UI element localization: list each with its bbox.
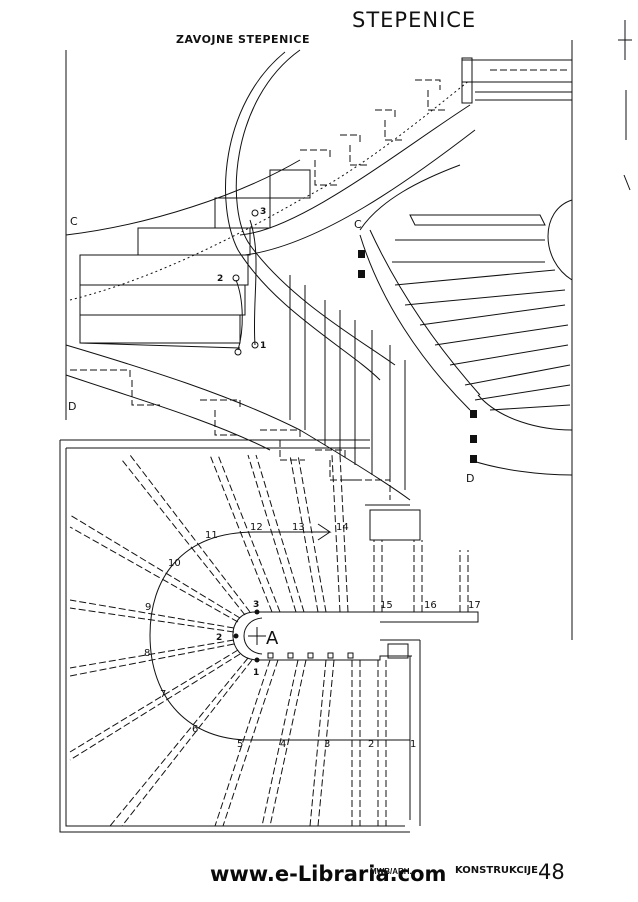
plan-lower-string [258, 655, 412, 661]
right-stringer-2 [369, 229, 481, 396]
step-number-2: 2 [368, 739, 374, 750]
step-number-4: 4 [280, 739, 286, 750]
curved-stringer-inner [225, 51, 381, 381]
plan-center-point-3: 3 [253, 600, 259, 610]
right-newel-curve [547, 199, 573, 281]
balusters [289, 275, 406, 490]
lower-sweep-top [65, 344, 411, 501]
footer-ref: MWB/ARH. [370, 867, 412, 876]
step-number-1: 1 [410, 739, 416, 750]
footer-url: www.e-Libraria.com [210, 862, 447, 886]
curved-stringer-outer [235, 49, 396, 366]
plan-center-point-1: 1 [253, 668, 259, 678]
plan-upper-treads [209, 454, 469, 613]
page-number: 48 [538, 860, 565, 884]
step-number-14: 14 [336, 522, 349, 533]
step-number-11: 11 [205, 530, 218, 541]
step-number-15: 15 [380, 600, 393, 611]
label-right-d: D [466, 472, 474, 485]
perspective-right: C D [354, 164, 573, 541]
margin-marks [618, 20, 632, 191]
step-number-8: 8 [144, 648, 150, 659]
drawing-subtitle: ZAVOJNE STEPENICE [176, 33, 310, 46]
walking-line [149, 531, 410, 741]
step-number-5: 5 [237, 739, 243, 750]
plan-center-label: A [266, 628, 279, 649]
upper-sweep-bottom [244, 129, 476, 256]
step-number-9: 9 [145, 602, 151, 613]
hidden-bearers [69, 79, 471, 500]
right-rail-top [359, 164, 461, 231]
right-steps [392, 214, 571, 411]
sheet-title: STEPENICE [352, 8, 477, 32]
step-number-17: 17 [468, 600, 481, 611]
plan-newel-inner [243, 617, 263, 655]
lower-sweep-bottom [65, 374, 271, 451]
rail-point-3: 3 [260, 207, 266, 217]
label-left-d: D [68, 400, 76, 413]
upper-sweep-top [239, 104, 471, 236]
plan-center-marker [233, 609, 266, 663]
step-number-3: 3 [324, 739, 330, 750]
label-left-c: C [70, 215, 78, 228]
rail-point-2: 2 [217, 274, 223, 284]
plan-wall-inner [65, 448, 405, 827]
perspective-left: C D 3 2 1 [65, 49, 476, 501]
rail-point-1: 1 [260, 341, 266, 351]
label-right-c: C [354, 218, 362, 231]
plan-view: A 3 2 1 1 2 3 4 5 6 7 8 9 10 11 12 13 14… [59, 439, 481, 833]
plan-center-point-2: 2 [216, 633, 222, 643]
plan-winder-treads [69, 454, 253, 827]
footer-book-title: KONSTRUKCIJE [455, 865, 538, 876]
walking-line-arrow [255, 523, 332, 541]
rail-point-markers [232, 209, 259, 356]
plan-wall-outer [59, 440, 410, 833]
plan-string-holes [267, 652, 354, 659]
left-steps [79, 169, 311, 349]
plan-handrail-block [387, 643, 409, 659]
right-bearer-blocks [358, 250, 477, 463]
plan-handrail [380, 639, 421, 826]
step-number-13: 13 [292, 522, 305, 533]
right-rail-bottom [469, 459, 573, 476]
right-stringer-1 [359, 234, 471, 411]
step-number-6: 6 [192, 724, 198, 735]
step-number-7: 7 [160, 689, 166, 700]
plan-newel-curve [232, 611, 259, 661]
slab-section-top [461, 40, 573, 640]
step-number-16: 16 [424, 600, 437, 611]
newel-block [369, 509, 421, 541]
plan-lower-treads [214, 659, 387, 827]
upper-landing-edge [65, 159, 301, 236]
step-number-12: 12 [250, 522, 263, 533]
plan-upper-string [255, 611, 479, 623]
right-rail-mid [477, 394, 573, 431]
step-number-10: 10 [168, 558, 181, 569]
